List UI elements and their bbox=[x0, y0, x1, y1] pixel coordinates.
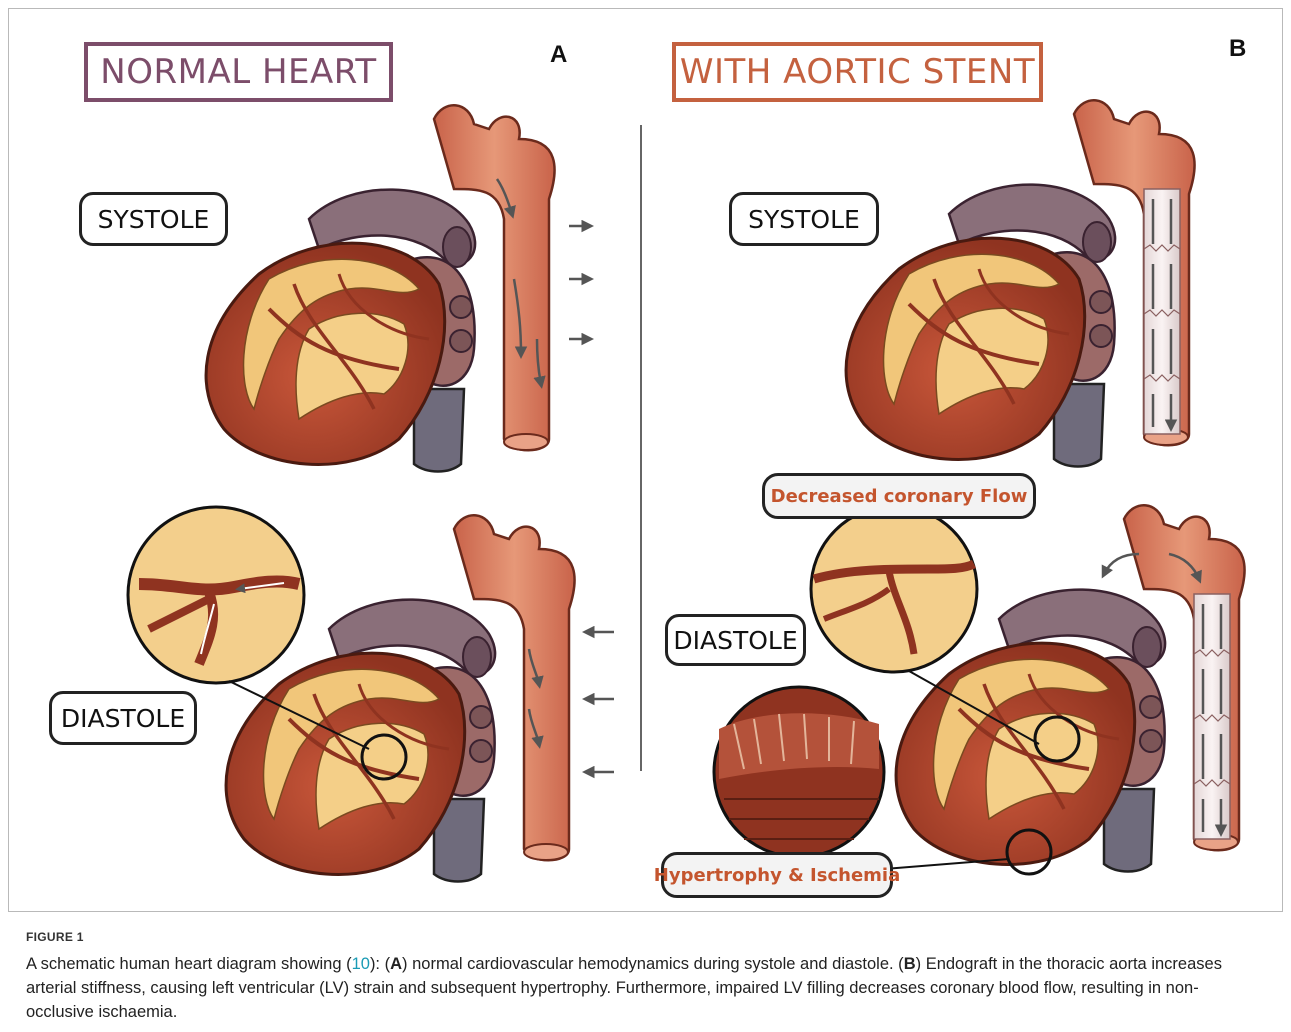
figure-panel: NORMAL HEART A WITH AORTIC STENT B SYSTO… bbox=[8, 8, 1283, 912]
normal-systole-heart bbox=[206, 105, 555, 471]
stent-systole-label: SYSTOLE bbox=[729, 192, 879, 246]
figure-label: FIGURE 1 bbox=[26, 930, 1266, 944]
figure-caption: FIGURE 1 A schematic human heart diagram… bbox=[26, 930, 1266, 1024]
heart-diagram-artwork bbox=[9, 9, 1283, 912]
normal-heart-title: NORMAL HEART bbox=[84, 42, 393, 102]
panel-a-letter: A bbox=[550, 41, 567, 69]
decreased-coronary-flow-callout: Decreased coronary Flow bbox=[762, 473, 1036, 519]
stent-systole-heart bbox=[846, 100, 1195, 466]
caption-text: A schematic human heart diagram showing … bbox=[26, 952, 1266, 1024]
normal-diastole-label: DIASTOLE bbox=[49, 691, 197, 745]
normal-systole-label: SYSTOLE bbox=[79, 192, 228, 246]
stent-diastole-label: DIASTOLE bbox=[665, 614, 806, 666]
caption-panel-a-ref: A bbox=[390, 955, 402, 973]
panel-b-letter: B bbox=[1229, 35, 1246, 63]
aortic-stent-lower bbox=[1194, 594, 1230, 839]
caption-panel-b-ref: B bbox=[904, 955, 916, 973]
caption-part: A schematic human heart diagram showing … bbox=[26, 955, 352, 973]
citation-link[interactable]: 10 bbox=[352, 955, 370, 973]
caption-part: ): ( bbox=[370, 955, 390, 973]
aortic-stent-title: WITH AORTIC STENT bbox=[672, 42, 1043, 102]
hypertrophy-ischemia-callout: Hypertrophy & Ischemia bbox=[661, 852, 893, 898]
aortic-stent-upper bbox=[1144, 189, 1180, 434]
caption-part: ) normal cardiovascular hemodynamics dur… bbox=[402, 955, 904, 973]
